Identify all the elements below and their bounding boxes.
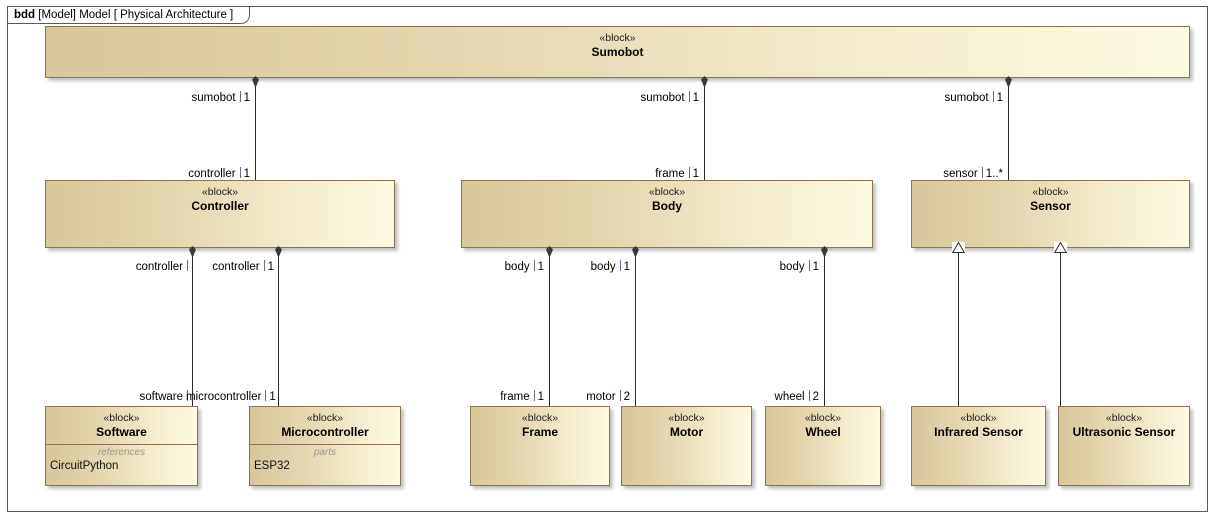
end-label-controller-software-top: controller xyxy=(100,260,188,274)
composition-diamond-body-wheel xyxy=(821,246,828,258)
connector-sumobot-controller xyxy=(255,80,256,180)
compartment-item-esp32: ESP32 xyxy=(254,460,290,472)
block-body-stereotype: «block» xyxy=(648,186,686,198)
block-frame-stereotype: «block» xyxy=(521,412,559,424)
block-wheel-name: Wheel xyxy=(805,425,841,439)
block-ultrasonic-sensor-name: Ultrasonic Sensor xyxy=(1072,425,1176,439)
block-sumobot[interactable]: «block» Sumobot xyxy=(45,26,1190,78)
generalization-arrow-infrared xyxy=(952,242,965,253)
block-motor[interactable]: «block» Motor xyxy=(621,406,752,486)
diagram-kind-label: bdd xyxy=(14,9,36,21)
connector-sumobot-sensor xyxy=(1008,80,1009,180)
block-software-stereotype: «block» xyxy=(103,412,140,424)
composition-diamond-sumobot-body xyxy=(701,76,708,88)
composition-diamond-controller-microcontroller xyxy=(275,246,282,258)
block-sensor-stereotype: «block» xyxy=(1032,186,1069,198)
composition-diamond-body-motor xyxy=(632,246,639,258)
composition-diamond-sumobot-sensor xyxy=(1005,76,1012,88)
connector-body-frame xyxy=(549,250,550,406)
compartment-title-references: references xyxy=(97,447,146,458)
block-infrared-sensor[interactable]: «block» Infrared Sensor xyxy=(911,406,1046,486)
connector-body-motor xyxy=(635,250,636,406)
block-sumobot-stereotype: «block» xyxy=(599,32,636,44)
diagram-header-tab: bdd [Model] Model [ Physical Architectur… xyxy=(7,6,251,24)
block-motor-stereotype: «block» xyxy=(668,412,705,424)
block-infrared-sensor-name: Infrared Sensor xyxy=(934,425,1023,439)
block-controller-name: Controller xyxy=(191,199,249,213)
block-software[interactable]: «block» Software references CircuitPytho… xyxy=(45,406,198,486)
composition-diamond-body-frame xyxy=(546,246,553,258)
block-microcontroller-parts-compartment: parts ESP32 xyxy=(250,444,400,485)
block-sensor[interactable]: «block» Sensor xyxy=(911,180,1190,248)
compartment-title-parts: parts xyxy=(313,447,337,458)
generalization-arrow-ultrasonic xyxy=(1054,242,1067,253)
block-frame-name: Frame xyxy=(521,425,559,439)
block-software-name: Software xyxy=(96,425,147,439)
block-wheel-stereotype: «block» xyxy=(804,412,842,424)
end-label-software: software xyxy=(100,390,188,404)
connector-sumobot-body xyxy=(704,80,705,180)
block-sensor-name: Sensor xyxy=(1030,199,1071,213)
block-controller-stereotype: «block» xyxy=(201,186,239,198)
connector-sensor-infrared xyxy=(958,252,959,406)
connector-controller-software xyxy=(192,250,193,406)
composition-diamond-controller-software xyxy=(189,246,196,258)
block-ultrasonic-sensor-stereotype: «block» xyxy=(1105,412,1143,424)
connector-controller-microcontroller xyxy=(278,250,279,406)
diagram-scope-label: [Model] Model [ Physical Architecture ] xyxy=(38,9,234,21)
block-microcontroller-name: Microcontroller xyxy=(281,425,369,439)
block-body-name: Body xyxy=(652,199,682,213)
block-ultrasonic-sensor[interactable]: «block» Ultrasonic Sensor xyxy=(1058,406,1190,486)
block-motor-name: Motor xyxy=(669,425,704,439)
block-controller[interactable]: «block» Controller xyxy=(45,180,395,248)
connector-sensor-ultrasonic xyxy=(1060,252,1061,406)
composition-diamond-sumobot-controller xyxy=(252,76,259,88)
block-infrared-sensor-stereotype: «block» xyxy=(960,412,997,424)
compartment-item-circuitpython: CircuitPython xyxy=(50,460,119,472)
block-body[interactable]: «block» Body xyxy=(461,180,873,248)
block-frame[interactable]: «block» Frame xyxy=(470,406,610,486)
block-software-references-compartment: references CircuitPython xyxy=(46,444,197,485)
block-sumobot-name: Sumobot xyxy=(591,45,644,59)
block-microcontroller[interactable]: «block» Microcontroller parts ESP32 xyxy=(249,406,401,486)
block-wheel[interactable]: «block» Wheel xyxy=(765,406,881,486)
connector-body-wheel xyxy=(824,250,825,406)
block-microcontroller-stereotype: «block» xyxy=(306,412,344,424)
